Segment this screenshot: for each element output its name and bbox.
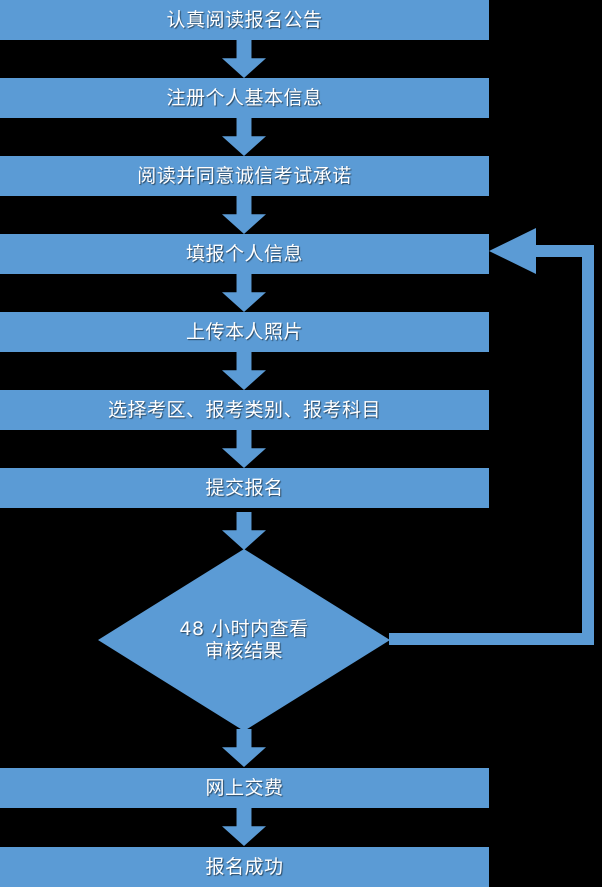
connector-arrow-2-to-3-icon — [222, 118, 266, 156]
node-process-submit-registration[interactable]: 提交报名 — [0, 468, 489, 508]
node-process-read-announcement[interactable]: 认真阅读报名公告 — [0, 0, 489, 40]
node-label: 选择考区、报考类别、报考科目 — [107, 398, 381, 421]
feedback-loop-arrowhead-icon — [489, 228, 536, 274]
node-label-line-2: 审核结果 — [204, 640, 283, 662]
node-label-diamond: 48 小时内查看审核结果 — [179, 618, 308, 663]
connector-arrow-9-to-10-icon — [222, 808, 266, 846]
node-process-register-basic-info[interactable]: 注册个人基本信息 — [0, 78, 489, 118]
connector-arrow-5-to-6-icon — [222, 352, 266, 390]
node-label-line-1: 48 小时内查看 — [179, 617, 309, 640]
node-process-select-exam-area-category-subject[interactable]: 选择考区、报考类别、报考科目 — [0, 390, 489, 430]
node-label: 阅读并同意诚信考试承诺 — [137, 164, 352, 187]
node-label: 填报个人信息 — [185, 242, 303, 265]
node-label: 提交报名 — [205, 476, 284, 499]
node-process-upload-photo[interactable]: 上传本人照片 — [0, 312, 489, 352]
connector-arrow-3-to-4-icon — [222, 196, 266, 234]
node-label: 上传本人照片 — [185, 320, 303, 343]
connector-arrow-4-to-5-icon — [222, 274, 266, 312]
node-label: 认真阅读报名公告 — [166, 8, 323, 31]
feedback-loop-horizontal-bottom-segment — [389, 633, 594, 645]
node-process-registration-success[interactable]: 报名成功 — [0, 847, 489, 887]
connector-arrow-7-to-8-icon — [222, 512, 266, 550]
node-label: 报名成功 — [205, 855, 284, 878]
feedback-loop-vertical-segment — [582, 245, 594, 645]
connector-arrow-1-to-2-icon — [222, 40, 266, 78]
connector-arrow-8-to-9-icon — [222, 729, 266, 767]
node-label: 注册个人基本信息 — [166, 86, 323, 109]
node-decision-check-review-result[interactable]: 48 小时内查看审核结果 — [98, 549, 390, 731]
connector-arrow-6-to-7-icon — [222, 430, 266, 468]
node-process-fill-personal-info[interactable]: 填报个人信息 — [0, 234, 489, 274]
feedback-loop-horizontal-top-segment — [532, 245, 594, 257]
node-label: 网上交费 — [205, 776, 284, 799]
node-process-agree-integrity-pledge[interactable]: 阅读并同意诚信考试承诺 — [0, 156, 489, 196]
node-process-online-payment[interactable]: 网上交费 — [0, 768, 489, 808]
